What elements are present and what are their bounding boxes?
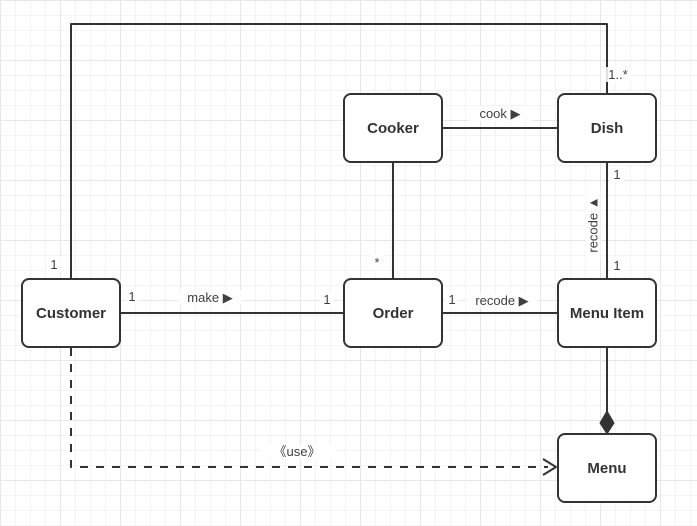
multiplicity-customer-right[interactable]: 1 xyxy=(125,289,139,304)
multiplicity-order-right[interactable]: 1 xyxy=(445,292,459,307)
edge-customer-dish[interactable] xyxy=(70,23,608,278)
open-arrowhead-icon xyxy=(542,458,557,476)
multiplicity-customer-top[interactable]: 1 xyxy=(46,257,62,272)
edge-label-recode-vertical[interactable]: recode ▲ xyxy=(585,189,601,260)
class-node-label: Customer xyxy=(35,304,106,322)
edge-label-recode-horizontal[interactable]: recode ▶ xyxy=(466,293,538,308)
class-node-label: Order xyxy=(372,304,414,322)
class-node-dish[interactable]: Dish xyxy=(557,93,657,163)
class-node-label: Menu xyxy=(587,459,627,477)
edge-label-cook[interactable]: cook ▶ xyxy=(468,106,532,121)
class-node-label: Dish xyxy=(590,119,624,137)
class-node-menu-item[interactable]: Menu Item xyxy=(557,278,657,348)
composition-diamond-icon xyxy=(599,410,615,435)
edge-label-use[interactable]: 《use》 xyxy=(260,444,334,459)
multiplicity-dish-bottom[interactable]: 1 xyxy=(610,167,624,182)
class-node-label: Cooker xyxy=(367,119,419,137)
multiplicity-order-left[interactable]: 1 xyxy=(320,292,334,307)
class-node-cooker[interactable]: Cooker xyxy=(343,93,443,163)
class-node-label: Menu Item xyxy=(569,304,645,322)
multiplicity-menu-item-top[interactable]: 1 xyxy=(610,258,624,273)
edge-customer-menu-use[interactable] xyxy=(70,348,548,468)
class-node-customer[interactable]: Customer xyxy=(21,278,121,348)
class-node-order[interactable]: Order xyxy=(343,278,443,348)
class-node-menu[interactable]: Menu xyxy=(557,433,657,503)
multiplicity-order-top[interactable]: * xyxy=(370,255,384,270)
multiplicity-dish-top[interactable]: 1..* xyxy=(604,67,632,82)
edge-label-make[interactable]: make ▶ xyxy=(178,290,242,305)
